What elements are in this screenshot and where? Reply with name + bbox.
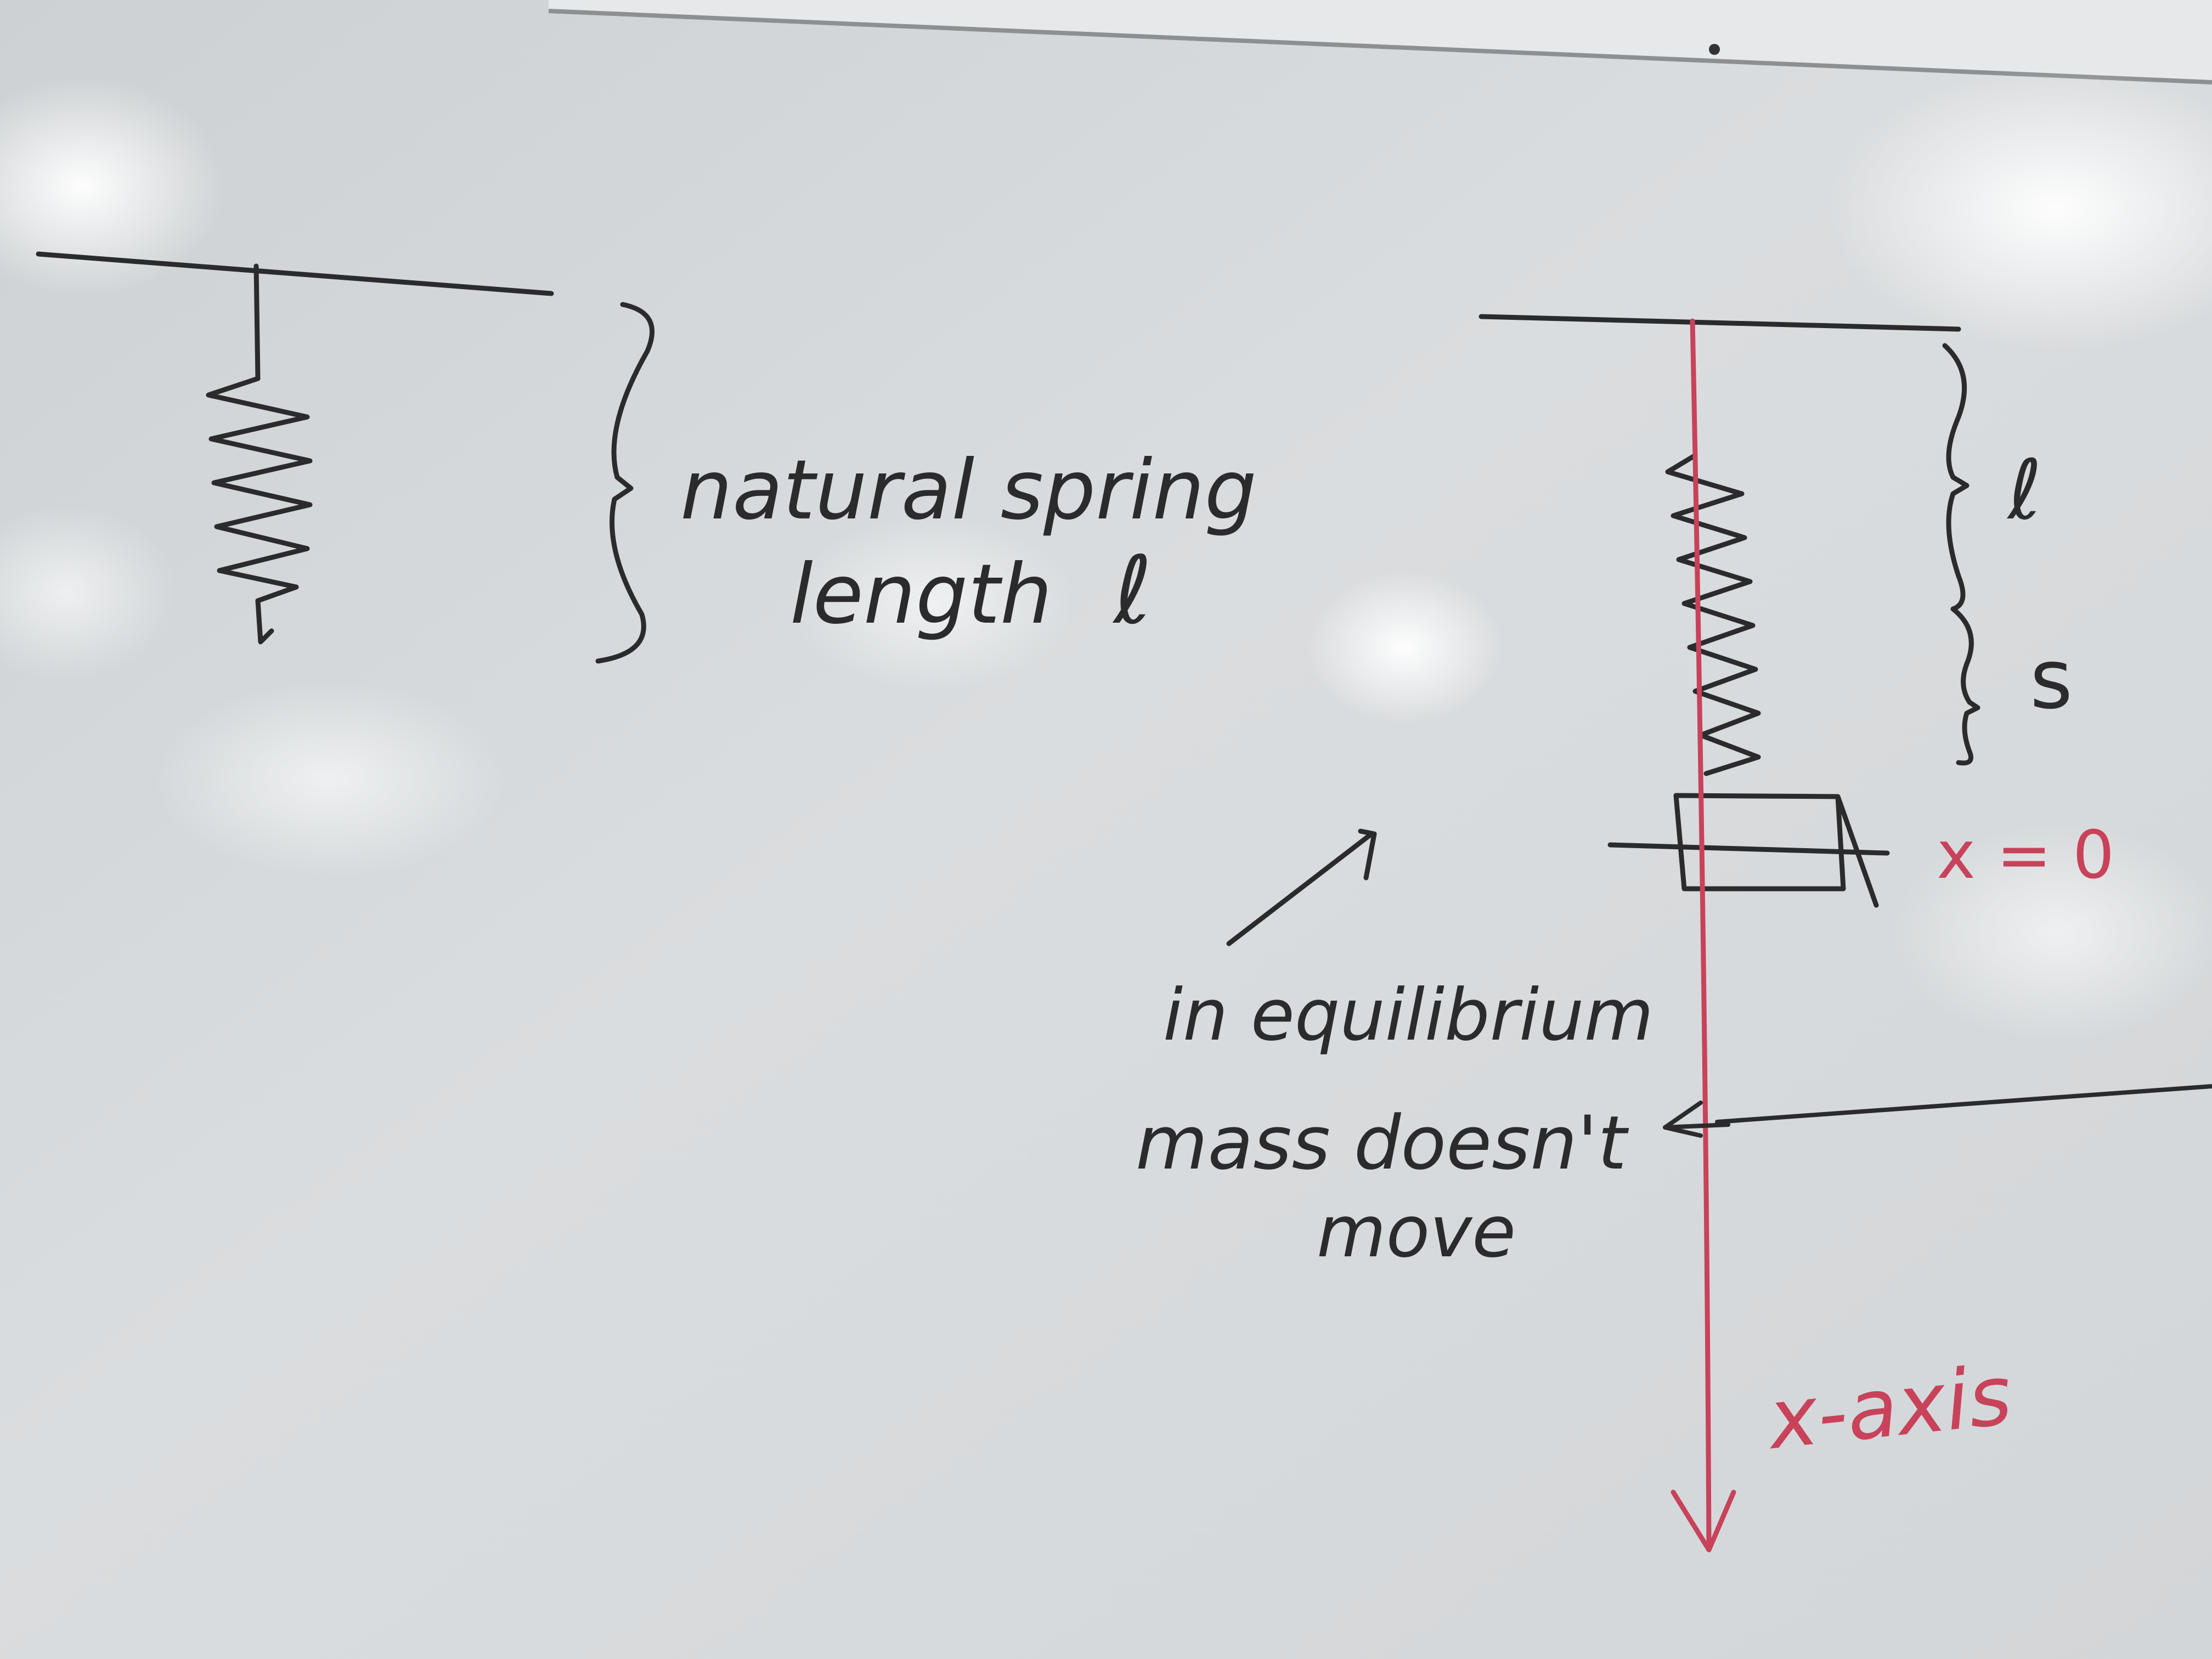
glare-reflection: [1893, 823, 2212, 1042]
left-spring-diagram: [36, 251, 654, 664]
equilibrium-position-label: x = 0: [1937, 817, 2114, 894]
left-label: natural spring length ℓ: [680, 443, 1257, 645]
ceiling-strip: [549, 0, 2212, 82]
left-spring-hook: [255, 598, 274, 645]
brace-s: [1950, 606, 1980, 766]
x-axis-line: [1690, 318, 1712, 1550]
frame-screw: [1709, 44, 1720, 55]
annotation-arrow: [1663, 1084, 2212, 1138]
right-ceiling-line: [1479, 314, 1961, 332]
equilibrium-note: in equilibrium mass doesn't move: [1136, 973, 1654, 1273]
brace-l: [1942, 343, 1970, 612]
note-line-2: mass doesn't: [1136, 1100, 1629, 1186]
x-axis: [1671, 318, 1736, 1553]
right-edge-line: [1715, 1084, 2212, 1124]
left-ceiling-line: [36, 251, 554, 296]
length-symbol: ℓ: [1112, 537, 1152, 645]
right-spring-diagram: [1226, 314, 1980, 946]
pointer-arrow: [1226, 828, 1377, 946]
glare-reflection: [1306, 571, 1503, 724]
mass-block: [1673, 793, 1846, 891]
note-line-3: move: [1317, 1190, 1516, 1273]
board-frame-top: [548, 9, 2212, 84]
left-brace: [595, 302, 654, 664]
right-spring-coil: [1665, 453, 1761, 776]
left-spring-rod: [253, 263, 261, 381]
label-s: s: [2030, 632, 2073, 727]
glare-reflection: [790, 516, 1075, 691]
left-spring-coil: [206, 376, 313, 603]
glare-reflection: [0, 505, 176, 680]
natural-spring-label: natural spring: [680, 443, 1257, 538]
glare-reflection: [154, 680, 505, 878]
annotation-arrow-shaft: [1663, 1122, 1730, 1130]
equilibrium-line: [1607, 842, 1890, 856]
note-line-1: in equilibrium: [1163, 973, 1654, 1057]
x-axis-arrowhead: [1671, 1489, 1736, 1553]
label-l: ℓ: [2006, 443, 2042, 538]
glare-reflection: [0, 77, 225, 296]
length-label: length: [790, 547, 1052, 642]
glare-reflection: [1827, 66, 2212, 351]
